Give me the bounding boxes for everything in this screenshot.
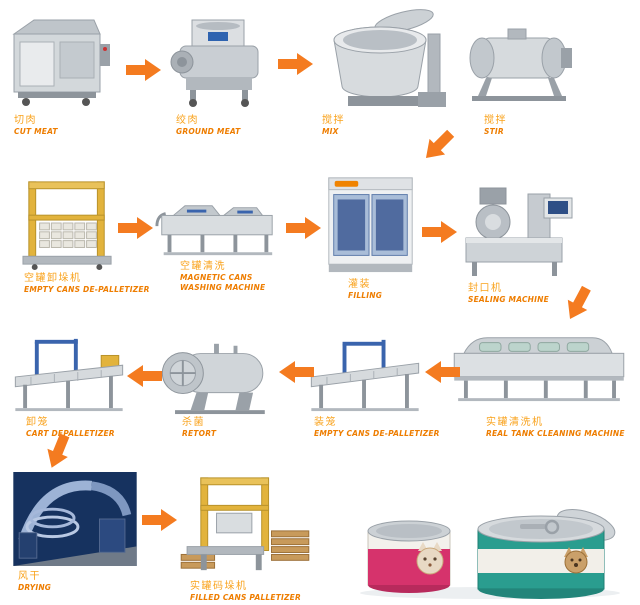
drying-machine-photo [12,472,138,566]
label-sealing-en: SEALING MACHINE [468,295,549,304]
label-cage-loading-en: EMPTY CANS DE-PALLETIZER [314,429,440,438]
label-retort: 杀菌 RETORT [182,416,292,439]
label-cans-washing-en1: MAGNETIC CANS [180,273,253,282]
empty-cans-depalletizer-image [20,176,116,270]
label-cart-depalletizer-zh: 卸笼 [26,417,49,428]
label-drying-zh: 风干 [18,571,41,582]
label-tank-cleaning-en: REAL TANK CLEANING MACHINE [486,429,625,438]
label-cut-meat-zh: 切肉 [14,115,37,126]
label-retort-zh: 杀菌 [182,417,205,428]
label-tank-cleaning: 实罐清洗机 REAL TANK CLEANING MACHINE [486,416,636,439]
label-cut-meat-en: CUT MEAT [14,127,58,136]
label-tank-cleaning-zh: 实罐清洗机 [486,417,544,428]
label-filling-en: FILLING [348,291,383,300]
flow-arrow-icon [126,58,162,82]
flow-arrow-icon [422,220,458,244]
label-cart-depalletizer-en: CART DEPALLETIZER [26,429,115,438]
filled-cans-palletizer-image [176,472,314,578]
meat-grinder-machine-image [170,16,270,108]
finished-pet-food-cans-photo [350,505,632,600]
stir-drum-machine-image [460,24,575,104]
flow-arrow-left-icon [278,360,314,384]
flow-arrow-left-icon [424,360,460,384]
label-cage-loading: 装笼 EMPTY CANS DE-PALLETIZER [314,416,464,439]
label-sealing: 封口机 SEALING MACHINE [468,282,598,305]
label-ground-meat-en: GROUND MEAT [176,127,241,136]
label-stir: 搅拌 STIR [484,114,594,137]
filling-machine-image [322,172,419,276]
flow-arrow-down-icon [559,282,597,325]
label-sealing-zh: 封口机 [468,283,503,294]
flow-arrow-icon [118,216,154,240]
label-filling: 灌装 FILLING [348,278,448,301]
label-stir-zh: 搅拌 [484,115,507,126]
label-empty-cans-depalletizer-en: EMPTY CANS DE-PALLETIZER [24,285,150,294]
label-ground-meat: 绞肉 GROUND MEAT [176,114,286,137]
label-mix-zh: 搅拌 [322,115,345,126]
label-retort-en: RETORT [182,429,217,438]
cart-depalletizer-conveyor-image [10,334,128,414]
flow-arrow-icon [278,52,314,76]
flow-arrow-down-icon [40,431,76,473]
label-cut-meat: 切肉 CUT MEAT [14,114,124,137]
sealing-machine-image [458,180,578,280]
cut-meat-machine-image [8,14,113,109]
label-cans-washing-zh: 空罐清洗 [180,261,226,272]
label-ground-meat-zh: 绞肉 [176,115,199,126]
label-filling-zh: 灌装 [348,279,371,290]
label-filled-cans-palletizer: 实罐码垛机 FILLED CANS PALLETIZER [190,580,340,603]
label-mix: 搅拌 MIX [322,114,432,137]
label-empty-cans-depalletizer: 空罐卸垛机 EMPTY CANS DE-PALLETIZER [24,272,164,295]
label-cart-depalletizer: 卸笼 CART DEPALLETIZER [26,416,156,439]
label-stir-en: STIR [484,127,504,136]
retort-autoclave-image [154,336,278,416]
label-mix-en: MIX [322,127,339,136]
label-filled-cans-palletizer-en: FILLED CANS PALLETIZER [190,593,301,602]
tank-cleaning-machine-image [448,328,630,404]
label-cage-loading-zh: 装笼 [314,417,337,428]
label-cans-washing-en2: WASHING MACHINE [180,283,266,292]
cans-washing-machine-image [150,198,282,260]
label-drying-en: DRYING [18,583,52,592]
flow-arrow-left-icon [126,364,162,388]
cage-loading-conveyor-image [306,334,424,414]
label-cans-washing: 空罐清洗 MAGNETIC CANS WASHING MACHINE [180,260,300,293]
flow-arrow-icon [142,508,178,532]
label-empty-cans-depalletizer-zh: 空罐卸垛机 [24,273,82,284]
mixing-kettle-machine-image [314,6,452,112]
label-filled-cans-palletizer-zh: 实罐码垛机 [190,581,248,592]
flow-arrow-icon [286,216,322,240]
flow-arrow-down-icon [417,125,459,167]
label-drying: 风干 DRYING [18,570,118,593]
